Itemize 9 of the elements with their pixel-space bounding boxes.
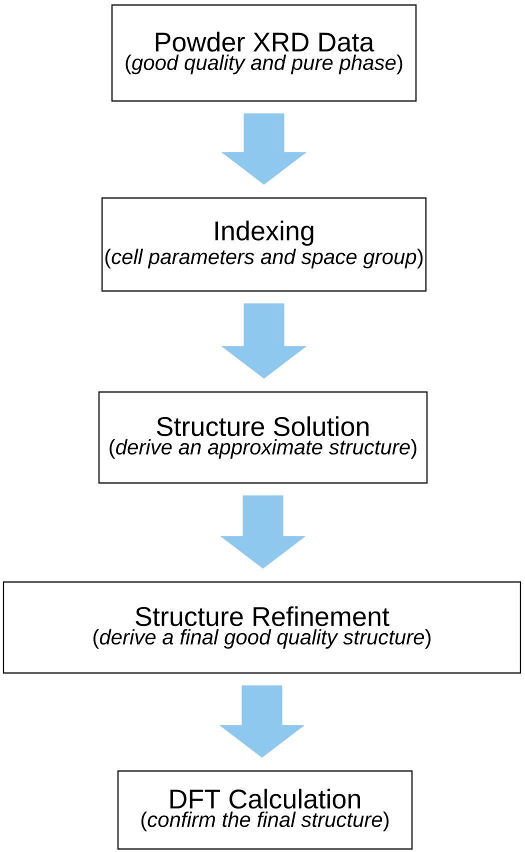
process-box: Indexing (cell parameters and space group) [101, 197, 426, 292]
process-box: Powder XRD Data (good quality and pure phase) [111, 4, 417, 102]
process-box: Structure Solution (derive an approximate structure) [98, 391, 428, 484]
arrow [222, 303, 306, 379]
arrow [220, 685, 304, 758]
process-box: DFT Calculation (confirm the final structure) [117, 770, 413, 850]
process-box: Structure Refinement (derive a final good quality structure) [2, 581, 522, 674]
arrow [220, 495, 306, 569]
arrow [222, 113, 306, 185]
